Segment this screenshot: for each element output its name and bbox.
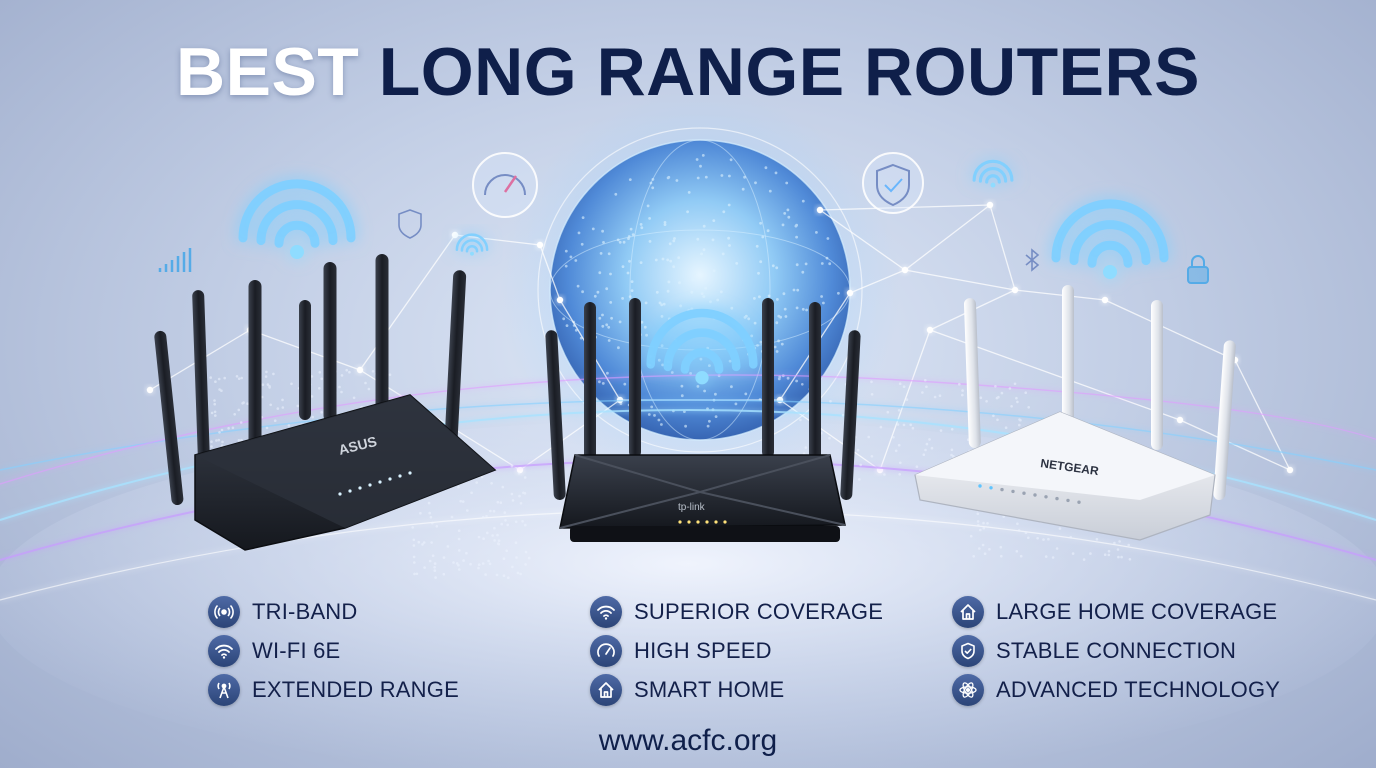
led <box>696 520 700 524</box>
bluetooth-float-icon <box>1025 248 1040 272</box>
led <box>705 520 709 524</box>
feature-list: TRI-BAND WI-FI 6E EXTENDED RANGE SUP <box>0 592 1376 712</box>
led <box>1022 491 1026 495</box>
antenna <box>299 300 311 420</box>
feature-item: SMART HOME <box>590 670 883 709</box>
antenna <box>545 330 566 501</box>
led <box>1055 496 1059 501</box>
feature-label: ADVANCED TECHNOLOGY <box>996 676 1281 702</box>
led <box>1000 487 1004 492</box>
feature-item: STABLE CONNECTION <box>952 631 1280 670</box>
led <box>678 520 682 524</box>
feature-label: HIGH SPEED <box>634 637 772 663</box>
led <box>1077 500 1081 504</box>
led <box>378 480 382 484</box>
router-tplink-stand <box>570 526 840 542</box>
feature-item: SUPERIOR COVERAGE <box>590 592 883 631</box>
led <box>723 520 727 524</box>
led <box>1011 489 1015 494</box>
antenna <box>762 298 774 458</box>
antenna <box>1062 285 1074 425</box>
atom-icon <box>952 673 984 706</box>
title-part-main: LONG RANGE ROUTERS <box>378 34 1200 110</box>
feature-item: TRI-BAND <box>208 592 459 631</box>
led <box>388 477 392 481</box>
led <box>1044 495 1048 499</box>
antenna-icon <box>208 673 240 706</box>
feature-item: EXTENDED RANGE <box>208 670 459 709</box>
website-url[interactable]: www.acfc.org <box>598 724 778 757</box>
led <box>1033 493 1037 497</box>
led <box>408 471 412 475</box>
shield-small-float-icon <box>398 209 422 239</box>
wifi-icon <box>590 595 622 628</box>
feature-column-3: LARGE HOME COVERAGE STABLE CONNECTION AD… <box>952 592 1280 709</box>
led <box>398 474 402 478</box>
feature-label: WI-FI 6E <box>252 637 341 663</box>
signal-bars-float-icon <box>158 248 192 272</box>
led <box>1066 498 1070 503</box>
feature-label: EXTENDED RANGE <box>252 676 459 702</box>
router-netgear-top <box>915 412 1215 500</box>
led <box>348 489 352 493</box>
led <box>714 520 718 524</box>
feature-label: LARGE HOME COVERAGE <box>996 598 1278 624</box>
wifi-glow-icon-right <box>1051 199 1169 279</box>
broadcast-icon <box>208 595 240 628</box>
led <box>989 486 993 490</box>
antenna <box>840 330 861 501</box>
wifi-glow-icon-center <box>646 308 758 385</box>
led <box>687 520 691 524</box>
led <box>338 492 342 496</box>
feature-item: HIGH SPEED <box>590 631 883 670</box>
home-icon <box>590 673 622 706</box>
wifi-small-icon <box>455 233 489 256</box>
router-tplink-x <box>559 454 846 529</box>
feature-item: WI-FI 6E <box>208 631 459 670</box>
feature-label: TRI-BAND <box>252 598 358 624</box>
router-tplink-logo: tp-link <box>678 502 706 513</box>
antenna <box>1151 300 1163 450</box>
antenna <box>584 302 596 492</box>
shield-float-icon <box>862 152 924 214</box>
lock-float-icon <box>1187 255 1209 284</box>
feature-column-1: TRI-BAND WI-FI 6E EXTENDED RANGE <box>208 592 459 709</box>
wifi-small-icon-2 <box>972 159 1014 188</box>
led <box>978 484 982 488</box>
page-title: BEST LONG RANGE ROUTERS <box>0 38 1376 106</box>
feature-item: ADVANCED TECHNOLOGY <box>952 670 1280 709</box>
antenna <box>375 254 389 424</box>
antenna <box>443 270 467 461</box>
feature-label: SUPERIOR COVERAGE <box>634 598 884 624</box>
antenna <box>323 262 337 422</box>
home-icon <box>952 595 984 628</box>
antenna <box>248 280 262 450</box>
antenna <box>154 330 184 506</box>
router-asus-top <box>195 395 495 528</box>
feature-label: STABLE CONNECTION <box>996 637 1237 663</box>
title-part-best: BEST <box>175 34 360 110</box>
antenna <box>963 298 981 449</box>
speedometer-float-icon <box>472 152 538 218</box>
antenna <box>1213 340 1236 501</box>
led <box>358 486 362 490</box>
wifi-icon <box>208 634 240 667</box>
wifi-glow-icon-left <box>238 179 356 259</box>
antenna <box>629 298 641 458</box>
antenna <box>192 290 211 491</box>
feature-label: SMART HOME <box>634 676 785 702</box>
antenna <box>809 302 821 492</box>
feature-item: LARGE HOME COVERAGE <box>952 592 1280 631</box>
led <box>368 483 372 487</box>
speedometer-icon <box>590 634 622 667</box>
shield-icon <box>952 634 984 667</box>
feature-column-2: SUPERIOR COVERAGE HIGH SPEED SMART HOME <box>590 592 883 709</box>
